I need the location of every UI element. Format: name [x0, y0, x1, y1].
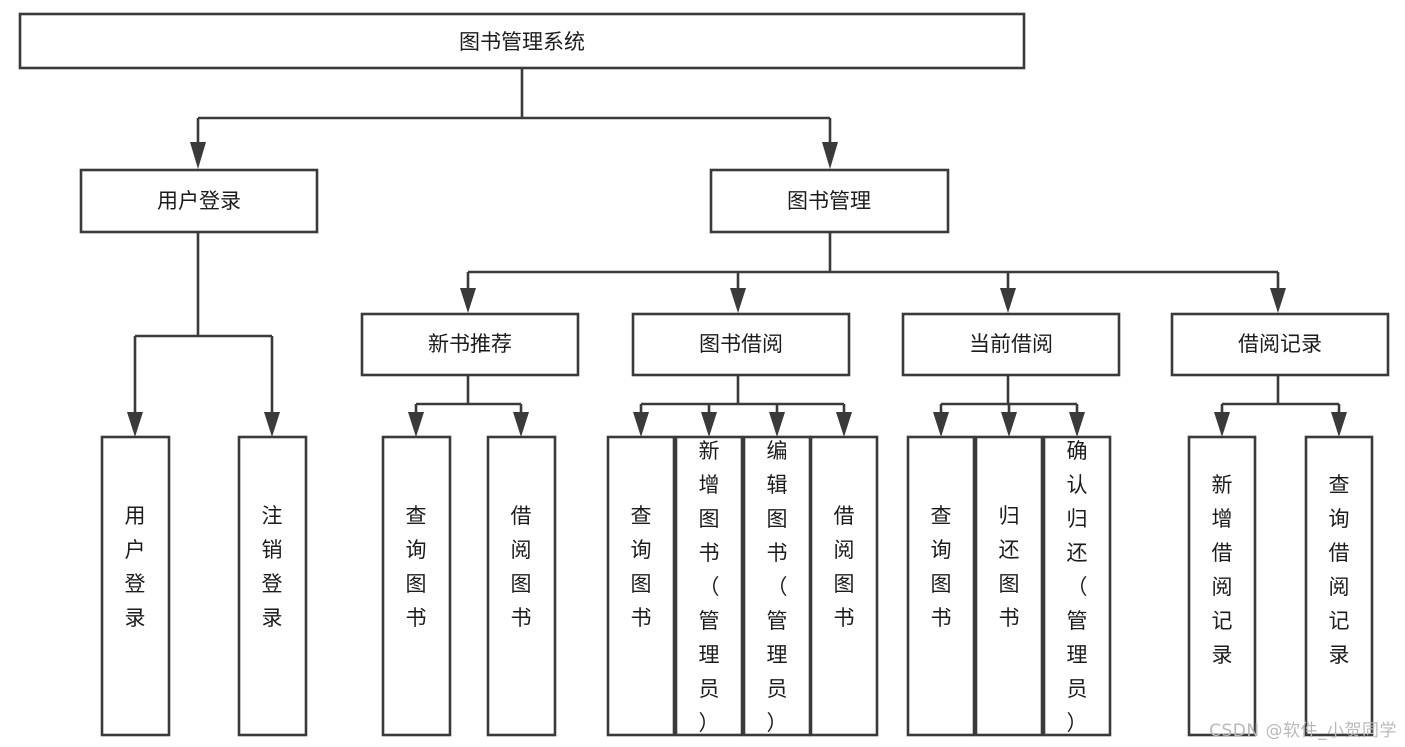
node-borrow-record[interactable]: 借阅记录 [1170, 312, 1390, 377]
arrow-head-leaf-borrow-book-2-icon [836, 412, 852, 437]
node-leaf-borrow-book-2-label: 借阅图书 [834, 504, 855, 630]
node-leaf-query-book-3-box[interactable] [906, 435, 976, 737]
node-leaf-borrow-book-2-box[interactable] [809, 435, 879, 737]
arrow-head-book-borrow-icon [730, 288, 746, 313]
node-borrow-record-label: 借阅记录 [1238, 332, 1322, 356]
node-book-management[interactable]: 图书管理 [709, 168, 950, 234]
node-current-borrow-label: 当前借阅 [969, 332, 1053, 356]
arrow-head-leaf-query-book-1-icon [408, 412, 424, 437]
node-book-management-label: 图书管理 [787, 189, 871, 213]
node-book-borrow-label: 图书借阅 [699, 332, 783, 356]
arrow-head-leaf-add-record-icon [1214, 412, 1230, 437]
node-new-book-recommend[interactable]: 新书推荐 [360, 312, 580, 377]
node-leaf-return-book-box[interactable] [974, 435, 1044, 737]
node-leaf-query-record-label: 查询借阅记录 [1329, 473, 1350, 667]
node-root[interactable]: 图书管理系统 [18, 12, 1026, 70]
node-new-book-recommend-label: 新书推荐 [428, 332, 512, 356]
node-leaf-query-book-1[interactable]: 查询图书 [381, 435, 452, 737]
node-leaf-user-login[interactable]: 用户登录 [100, 435, 171, 737]
node-leaf-borrow-book-1-label: 借阅图书 [511, 504, 532, 630]
node-leaf-borrow-book-1-box[interactable] [486, 435, 557, 737]
connectors-borrow-record-to-leaves [1214, 375, 1347, 437]
arrow-head-leaf-query-record-icon [1331, 412, 1347, 437]
node-leaf-edit-book-label: 编辑图书（管理员） [767, 439, 788, 735]
node-new-book-recommend-box[interactable] [360, 312, 580, 377]
node-leaf-return-book[interactable]: 归还图书 [974, 435, 1044, 737]
arrow-head-leaf-query-book-2-icon [633, 412, 649, 437]
node-leaf-confirm-return-label: 确认归还（管理员） [1067, 439, 1088, 735]
arrow-head-leaf-edit-book-icon [769, 412, 785, 437]
node-current-borrow[interactable]: 当前借阅 [901, 312, 1121, 377]
arrow-head-leaf-add-book-icon [701, 412, 717, 437]
node-leaf-confirm-return-box[interactable] [1042, 435, 1112, 737]
node-leaf-query-book-3-label: 查询图书 [931, 504, 952, 630]
node-root-box[interactable] [18, 12, 1026, 70]
node-leaf-edit-book[interactable]: 编辑图书（管理员） [742, 435, 812, 737]
node-leaf-user-login-box[interactable] [100, 435, 171, 737]
node-leaf-query-book-2[interactable]: 查询图书 [606, 435, 676, 737]
node-user-login-label: 用户登录 [157, 189, 241, 213]
node-current-borrow-box[interactable] [901, 312, 1121, 377]
node-leaf-logout-label: 注销登录 [262, 504, 283, 630]
arrow-head-borrow-record-icon [1270, 288, 1286, 313]
arrow-head-leaf-return-book-icon [1001, 412, 1017, 437]
node-leaf-query-book-2-label: 查询图书 [631, 504, 652, 630]
connectors-current-borrow-to-leaves [933, 375, 1085, 437]
node-leaf-borrow-book-1[interactable]: 借阅图书 [486, 435, 557, 737]
node-leaf-confirm-return[interactable]: 确认归还（管理员） [1042, 435, 1112, 737]
node-leaf-logout[interactable]: 注销登录 [237, 435, 308, 737]
node-leaf-query-record-box[interactable] [1304, 435, 1374, 737]
node-root-label: 图书管理系统 [459, 30, 585, 54]
node-leaf-user-login-label: 用户登录 [125, 504, 146, 630]
node-book-borrow[interactable]: 图书借阅 [631, 312, 851, 377]
node-leaf-query-record[interactable]: 查询借阅记录 [1304, 435, 1374, 737]
connectors-book-borrow-to-leaves [633, 375, 852, 437]
arrow-head-current-borrow-icon [1000, 288, 1016, 313]
node-leaf-add-book-box[interactable] [674, 435, 744, 737]
node-leaf-add-record-label: 新增借阅记录 [1212, 473, 1233, 667]
node-leaf-add-record[interactable]: 新增借阅记录 [1187, 435, 1257, 737]
node-leaf-query-book-2-box[interactable] [606, 435, 676, 737]
node-leaf-add-book-label: 新增图书（管理员） [699, 439, 720, 735]
connectors-new-book-to-leaves [408, 375, 529, 437]
arrow-head-user-login-icon [190, 142, 206, 169]
node-leaf-add-record-box[interactable] [1187, 435, 1257, 737]
arrow-head-leaf-user-login-icon [127, 412, 143, 437]
node-leaf-edit-book-box[interactable] [742, 435, 812, 737]
node-leaf-borrow-book-2[interactable]: 借阅图书 [809, 435, 879, 737]
arrow-head-leaf-query-book-3-icon [933, 412, 949, 437]
node-leaf-query-book-1-label: 查询图书 [406, 504, 427, 630]
node-leaf-query-book-1-box[interactable] [381, 435, 452, 737]
node-leaf-return-book-label: 归还图书 [999, 504, 1020, 630]
node-book-borrow-box[interactable] [631, 312, 851, 377]
arrow-head-new-book-icon [460, 288, 476, 313]
node-book-management-box[interactable] [709, 168, 950, 234]
node-user-login-box[interactable] [79, 168, 319, 234]
node-borrow-record-box[interactable] [1170, 312, 1390, 377]
connectors-root-to-level2 [190, 68, 838, 169]
arrow-head-leaf-confirm-return-icon [1069, 412, 1085, 437]
node-leaf-logout-box[interactable] [237, 435, 308, 737]
connectors-user-login-to-leaves [127, 232, 280, 437]
node-leaf-add-book[interactable]: 新增图书（管理员） [674, 435, 744, 737]
arrow-head-leaf-borrow-book-1-icon [513, 412, 529, 437]
node-user-login[interactable]: 用户登录 [79, 168, 319, 234]
arrow-head-leaf-logout-icon [264, 412, 280, 437]
connectors-book-management-to-level3 [460, 232, 1286, 313]
arrow-head-book-management-icon [822, 142, 838, 169]
node-leaf-query-book-3[interactable]: 查询图书 [906, 435, 976, 737]
